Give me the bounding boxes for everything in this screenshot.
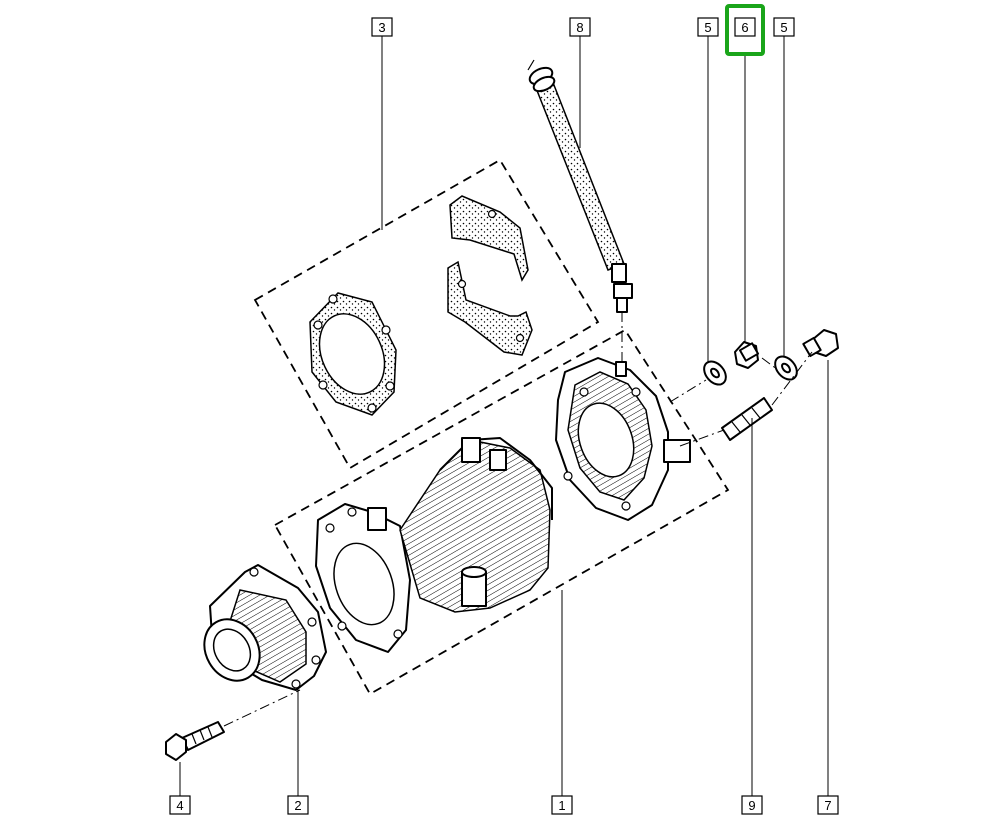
callout-label: 7: [824, 798, 831, 813]
end-cover[interactable]: [555, 357, 691, 521]
callout-8[interactable]: 8: [569, 17, 591, 37]
gasket-kit-frame: [253, 158, 600, 470]
callout-label: 4: [176, 798, 183, 813]
callout-label: 6: [741, 20, 748, 35]
callout-4[interactable]: 4: [169, 795, 191, 815]
gasket-set[interactable]: [307, 195, 533, 416]
assembly-axis: [679, 429, 725, 447]
drain-plug[interactable]: [734, 341, 760, 369]
callout-label: 5: [704, 20, 711, 35]
assembly-axis: [761, 357, 779, 371]
callout-5-right[interactable]: 5: [773, 17, 795, 37]
callout-label: 2: [294, 798, 301, 813]
transfer-case-housing[interactable]: [315, 437, 553, 653]
callout-label: 5: [780, 20, 787, 35]
callout-label: 3: [378, 20, 385, 35]
housing-assembly-frame: [273, 328, 730, 696]
filler-plug[interactable]: [802, 329, 839, 358]
callout-label: 8: [576, 20, 583, 35]
breather-hose[interactable]: [527, 59, 633, 362]
assembly-axis: [669, 379, 707, 403]
callout-5-left[interactable]: 5: [697, 17, 719, 37]
callout-9[interactable]: 9: [741, 795, 763, 815]
retaining-screw[interactable]: [165, 689, 301, 761]
dowel-stud[interactable]: [721, 397, 773, 441]
callout-3[interactable]: 3: [371, 17, 393, 37]
callout-2[interactable]: 2: [287, 795, 309, 815]
callout-7[interactable]: 7: [817, 795, 839, 815]
callout-6-highlighted[interactable]: 6: [725, 4, 765, 56]
leader-lines: [179, 36, 829, 796]
sealing-washer[interactable]: [771, 352, 802, 383]
assembly-axis: [771, 351, 813, 406]
callout-1[interactable]: 1: [551, 795, 573, 815]
callout-label: 9: [748, 798, 755, 813]
sealing-washer[interactable]: [700, 357, 731, 388]
selection-highlight: [725, 4, 765, 56]
output-housing[interactable]: [193, 564, 327, 691]
callout-label: 1: [558, 798, 565, 813]
